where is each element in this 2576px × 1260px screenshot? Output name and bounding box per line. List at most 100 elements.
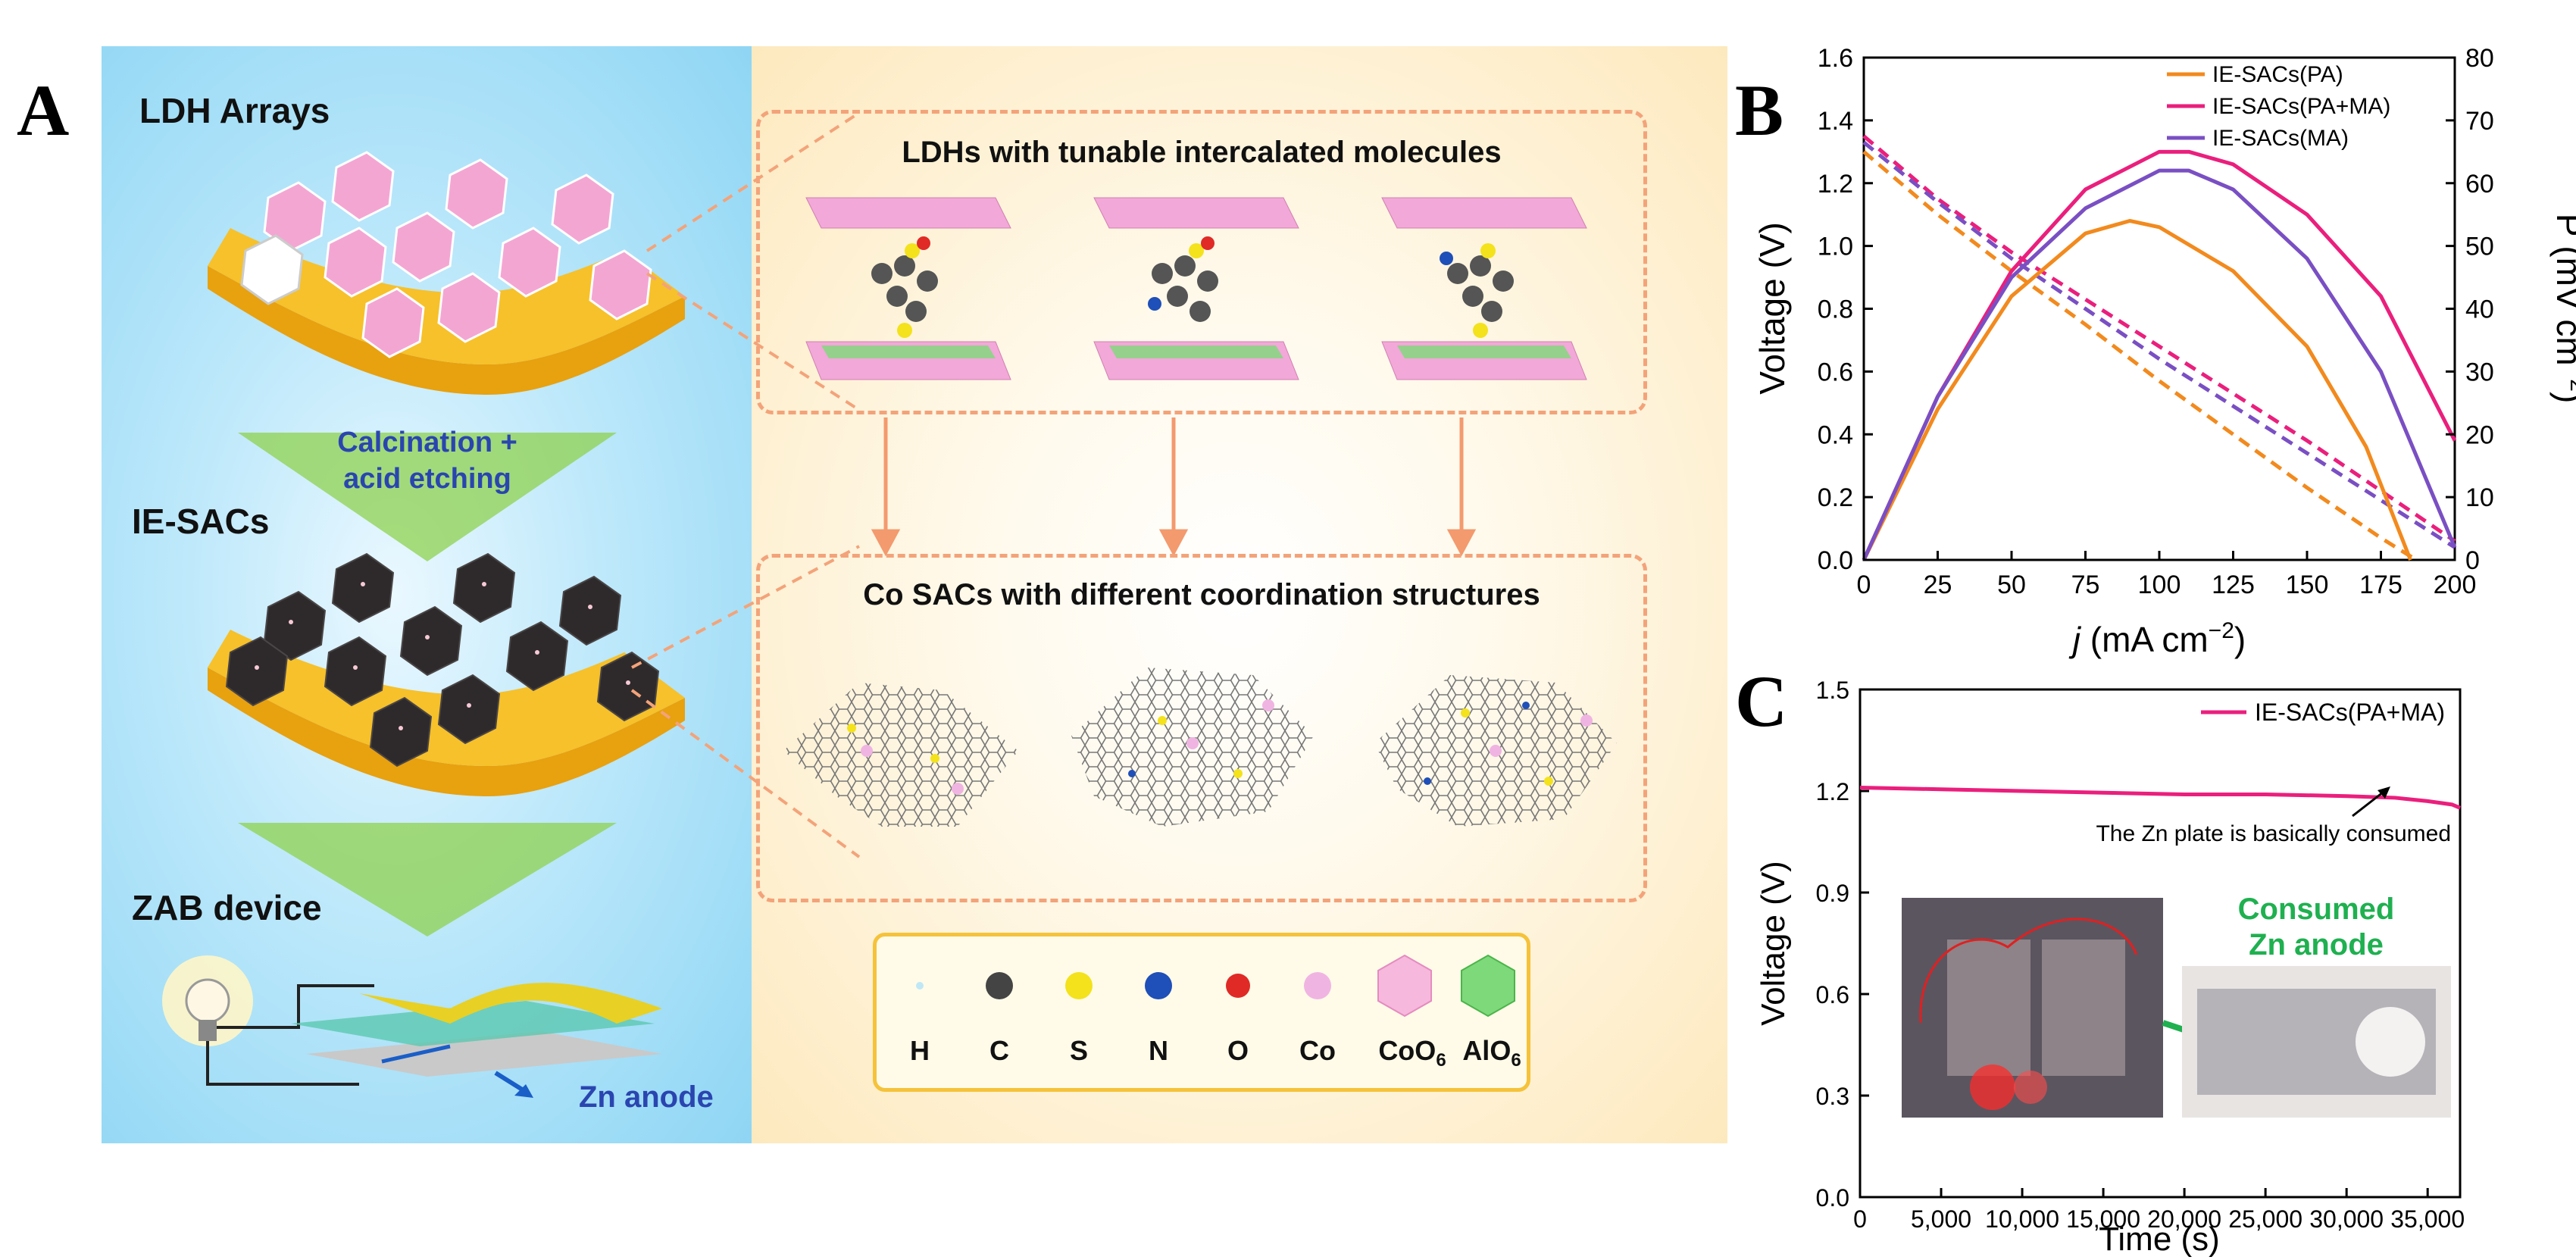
chart-b-ytick-label: 1.0 [1818,233,1853,261]
chart-b-ytick-label: 0.6 [1818,358,1853,386]
chart-b-y2tick-label: 50 [2465,233,2494,261]
chart-c-ytick-label: 1.2 [1816,778,1849,805]
chart-c-ytick-label: 0.9 [1816,880,1849,907]
ldh-structures-title: LDHs with tunable intercalated molecules [902,136,1502,169]
series-power-ie-sacs-ma- [1862,168,2457,561]
calcination-label-line1: Calcination + [337,427,517,458]
legend-co-icon [1304,972,1331,999]
chart-c-xtick-label: 25,000 [2228,1205,2302,1233]
photo-label-line2: Zn anode [2249,928,2384,961]
panel-label-a: A [17,70,70,151]
chart-b-xtick-label: 150 [2286,571,2329,599]
chart-c-ylabel: Voltage (V) [1755,861,1792,1026]
synthesis-arrow-1 [238,433,617,561]
legend-n-label: N [1149,1035,1168,1066]
chart-c-xtick-label: 35,000 [2390,1205,2465,1233]
synthesis-arrow-2 [238,823,617,936]
chart-b-ytick-label: 0.4 [1818,421,1853,449]
legend-s-icon [1065,972,1093,999]
chart-b-ytick-label: 1.6 [1818,44,1853,73]
chart-b-xtick-label: 50 [1997,571,2026,599]
legend-coo6-icon [1377,954,1432,1018]
chart-c-ytick-label: 1.5 [1816,677,1849,704]
chart-b-y2tick-label: 10 [2465,483,2494,512]
panel-label-c: C [1735,661,1788,742]
co-sacs-box [756,554,1647,902]
chart-b-frame [1862,56,2456,561]
legend-h-label: H [910,1035,930,1066]
chart-b-xtick-label: 25 [1924,571,1952,599]
zab-device-label: ZAB device [132,888,322,927]
chart-b-xtick-label: 75 [2071,571,2100,599]
chart-b-ytick-label: 0.0 [1818,546,1853,575]
panel-a-scheme: LDH Arrays Calcination + acid etching IE… [102,46,1727,1143]
legend-c-label: C [989,1035,1009,1066]
chart-b-y2label: P (mV cm−2) [2549,214,2576,404]
chart-b-xtick-label: 0 [1857,571,1871,599]
ie-sacs-illustration [208,552,685,796]
chart-c-ytick-label: 0.6 [1816,981,1849,1008]
chart-c-legend-label: IE-SACs(PA+MA) [2255,699,2445,726]
legend-o-icon [1226,974,1250,998]
chart-b-legend-label: IE-SACs(PA+MA) [2212,94,2390,119]
chart-b-legend-label: IE-SACs(MA) [2212,126,2349,151]
series-power-ie-sacs-pa-ma- [1862,149,2457,561]
legend-o-label: O [1227,1035,1249,1066]
chart-b-xtick-label: 125 [2212,571,2255,599]
chart-b-y2tick-label: 80 [2465,44,2494,73]
panel-label-b: B [1735,70,1784,151]
chart-b-xtick-label: 175 [2359,571,2402,599]
atom-legend-symbols [916,954,1515,1018]
calcination-label-line2: acid etching [343,463,511,495]
legend-s-label: S [1069,1035,1088,1066]
chart-b-ytick-label: 0.8 [1818,295,1853,324]
chart-c-xtick-label: 10,000 [1985,1205,2059,1233]
zab-device-illustration [162,955,662,1098]
chart-c-xlabel: Time (s) [2099,1221,2220,1258]
chart-b-ytick-label: 1.4 [1818,107,1853,136]
chart-c-xtick-label: 0 [1853,1205,1867,1233]
series-voltage-ie-sacs-pa- [1862,150,2418,562]
legend-alo6-label: AlO6 [1462,1035,1521,1071]
zn-anode-label: Zn anode [579,1080,714,1114]
series-power-ie-sacs-pa- [1862,218,2412,561]
ldh-arrays-label: LDH Arrays [139,91,330,130]
chart-c-xtick-label: 30,000 [2309,1205,2384,1233]
chart-b-ytick-label: 0.2 [1818,483,1853,512]
chart-b-ylabel: Voltage (V) [1752,222,1792,395]
legend-h-icon [916,982,924,990]
chart-b-y2tick-label: 40 [2465,295,2494,324]
legend-n-icon [1145,972,1172,999]
series-voltage-ie-sacs-pa-ma- [1862,134,2456,543]
chart-c-xtick-label: 15,000 [2066,1205,2140,1233]
legend-co-label: Co [1299,1035,1336,1066]
chart-b-y2tick-label: 0 [2465,546,2480,575]
annotation-arrowhead [2377,786,2390,799]
photo-label-line1: Consumed [2238,893,2395,926]
chart-b-y2tick-label: 60 [2465,170,2494,199]
intercalated-ldh-models [805,197,1587,380]
chart-b-ytick-label: 1.2 [1818,170,1853,199]
chart-b-y2tick-label: 70 [2465,107,2494,136]
ldh-structures-box [756,110,1647,414]
chart-c-xtick-label: 5,000 [1911,1205,1971,1233]
legend-alo6-icon [1461,954,1515,1018]
chart-b-xlabel: j (mA cm−2) [2068,618,2246,659]
chart-b-xtick-label: 200 [2434,571,2477,599]
atom-legend [873,933,1530,1092]
ie-sacs-label: IE-SACs [132,502,270,541]
chart-b-y2tick-label: 20 [2465,421,2494,449]
chart-c-ytick-label: 0.3 [1816,1083,1849,1110]
chart-c-annotation: The Zn plate is basically consumed [2096,821,2451,846]
legend-coo6-label: CoO6 [1378,1035,1446,1071]
legend-c-icon [986,972,1013,999]
series-ie-sacs-pa-ma-discharge [1859,786,2461,810]
chart-b-xtick-label: 100 [2138,571,2181,599]
chart-b-legend-label: IE-SACs(PA) [2212,62,2343,87]
co-sac-graphene-models [783,668,1617,827]
connector-lines [630,111,1477,858]
chart-b-y2tick-label: 30 [2465,358,2494,386]
co-sacs-title: Co SACs with different coordination stru… [863,578,1540,611]
